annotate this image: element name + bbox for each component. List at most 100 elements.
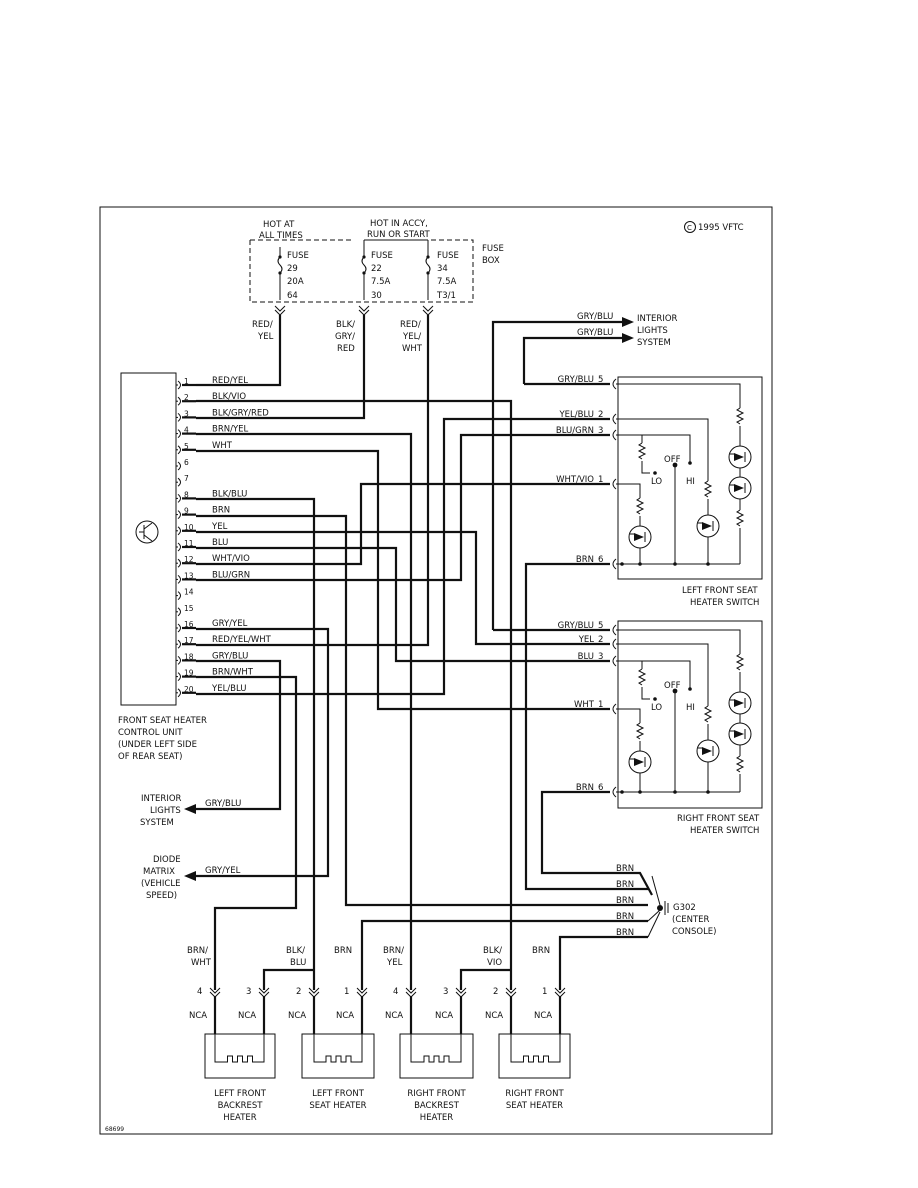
connector-nca: NCA [534,1011,552,1021]
connector-wire-b: YEL [386,958,403,968]
heater-grid-icon [313,1034,363,1063]
left-switch-label-1: LEFT FRONT SEAT [682,586,758,596]
switch-pin-mark [612,703,617,715]
copyright-text: 1995 VFTC [698,223,744,233]
cu-pin-mark [177,607,181,617]
fuse-29: FUSE 29 20A 64 [277,247,309,301]
switch-off-label: OFF [664,681,681,691]
cu-pin-wire: GRY/YEL [212,619,248,629]
fuse-34-line-4: T3/1 [436,291,456,301]
control-unit-label-1: FRONT SEAT HEATER [118,716,207,726]
connector-pin: 2 [493,987,498,997]
ground-label-2: (CENTER [672,915,710,925]
interior-left-label-3: SYSTEM [140,818,174,828]
fuse-22-line-3: 7.5A [371,277,391,287]
switch-resistor [735,407,745,425]
connector-nca: NCA [435,1011,453,1021]
copyright-c-icon: C [687,224,692,232]
cu-pin-number: 14 [184,588,194,597]
switch-lo-label: LO [651,703,662,713]
cu-pin-wire: BLK/BLU [212,489,247,499]
heater-connectors: 4NCABRN/WHT3NCA2NCABLK/BLU1NCABRN4NCABRN… [187,946,566,1034]
indicator-led-icon [628,750,652,774]
switch-rail-2 [622,418,709,481]
cu-pin-mark [177,542,181,552]
connector-nca: NCA [288,1011,306,1021]
fuse-22-line-4: 30 [371,291,382,301]
ground-label-1: G302 [673,903,696,913]
switch-pin-wire: BRN [576,555,594,565]
indicator-led-icon [696,739,720,763]
fuse-34-line-3: 7.5A [437,277,457,287]
diagram-frame [99,206,773,1135]
switch-junction [620,790,624,794]
switch-rail-5 [622,383,741,408]
diode-label-1: DIODE [153,855,181,865]
copyright-mark: C 1995 VFTC [684,221,744,233]
switch-junction [673,562,677,566]
connector-nca: NCA [238,1011,256,1021]
wires [196,315,653,990]
switch-pin-number: 3 [598,426,603,436]
fuse-29-line-2: 29 [287,264,298,274]
switch-rail-5 [622,629,741,654]
control-unit-label-2: CONTROL UNIT [118,728,183,738]
switch-lo-contact [653,697,657,701]
figure-id: 68699 [105,1126,124,1133]
switch-resistor [735,755,745,773]
hot-in-accy-2: RUN OR START [367,230,431,240]
heater-label: LEFT FRONT [312,1089,365,1099]
cu-pin-mark [177,429,181,438]
switch-junction [673,790,677,794]
cu-pin-number: 2 [184,393,189,402]
cu-pin-mark [177,591,181,600]
interior-left-label-2: LIGHTS [150,806,181,816]
cu-pin-wire: WHT [212,441,233,451]
switch-pin-wire: BLU/GRN [556,426,594,436]
cu-pin-mark [177,413,181,422]
fuse-34-line-2: 34 [437,264,448,274]
switch-resistor [637,668,647,686]
fuse-wire-3-c: WHT [402,344,423,354]
connector-pin: 2 [296,987,301,997]
switch-junction [706,562,710,566]
connector-wire-a: BRN [532,946,550,956]
switch-lo-lead [641,687,650,700]
interior-left-wire: GRY/BLU [205,799,241,809]
cu-pin-mark [177,639,181,649]
fuse-22-line-2: 22 [371,264,382,274]
diode-label-4: SPEED) [146,891,177,901]
fuse-box: HOT AT ALL TIMES HOT IN ACCY, RUN OR STA… [249,219,504,316]
connector-pin: 4 [197,987,202,997]
control-unit-label-3: (UNDER LEFT SIDE [118,740,197,750]
diode-wire: GRY/YEL [205,866,241,876]
switch-pin-wire: BLU [578,652,594,662]
ground-g302: BRN BRN BRN BRN BRN G302 (CENTER CONSOLE… [616,864,717,938]
hot-at-all-times-2: ALL TIMES [259,231,303,241]
switch-pin-wire: WHT [574,700,595,710]
switch-hi-contact [688,687,692,691]
heater-label: RIGHT FRONT [407,1089,466,1099]
cu-pin-number: 6 [184,458,189,467]
cu-pin-number: 12 [184,555,194,564]
switch-resistor [635,722,645,740]
switch-rail-1 [622,708,641,723]
diode-label-3: (VEHICLE [141,879,180,889]
cu-pin-wire: GRY/BLU [212,651,248,661]
switch-pin-mark [612,786,617,798]
cu-pin-wire: RED/YEL [212,376,248,386]
cu-pin-wire: BLU [212,538,228,548]
cu-pin-number: 10 [184,523,194,532]
connector-wire-a: BLK/ [286,946,305,956]
connector-pin: 4 [393,987,398,997]
ground-wire-2: BRN [616,880,634,890]
fuse-34: FUSE 34 7.5A T3/1 [364,239,459,301]
switch-rail-3 [622,660,691,689]
switch-resistor [637,442,647,460]
